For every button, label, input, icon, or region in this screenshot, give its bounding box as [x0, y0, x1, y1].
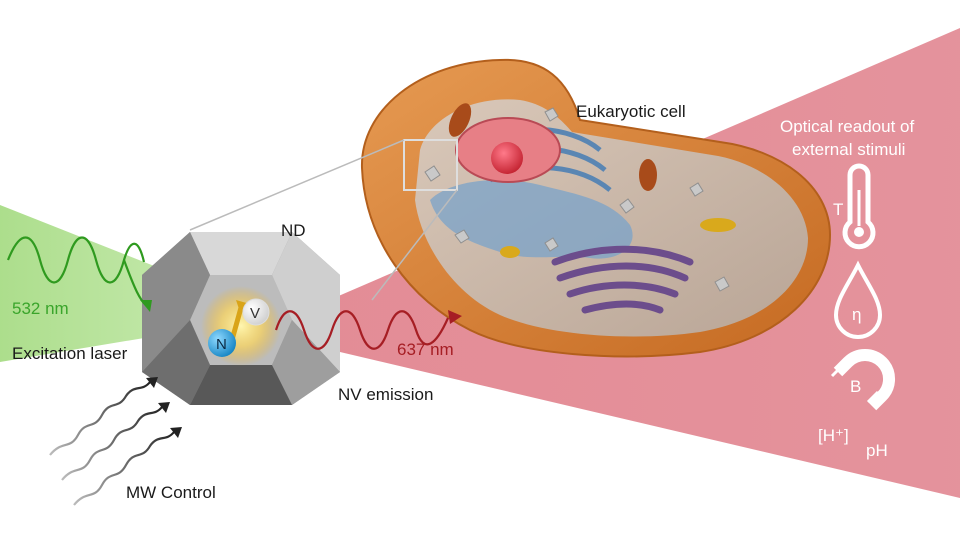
nucleolus — [491, 142, 523, 174]
endoplasmic-reticulum — [430, 180, 633, 259]
mw-control-label: MW Control — [126, 483, 216, 502]
cell-label: Eukaryotic cell — [576, 102, 686, 121]
excitation-wave — [6, 236, 146, 284]
magnet-icon — [830, 348, 896, 411]
nitrogen-label: N — [216, 336, 227, 353]
nv-emission-label: NV emission — [338, 385, 433, 404]
temperature-symbol: T — [833, 200, 843, 219]
vacancy-label: V — [250, 305, 260, 322]
golgi-apparatus — [551, 245, 694, 314]
proton-symbol: [H⁺] — [818, 426, 849, 445]
nv-glow — [201, 286, 281, 366]
excitation-label: Excitation laser — [12, 344, 128, 363]
mitochondrion — [448, 103, 472, 137]
emission-wavelength-label: 637 nm — [397, 340, 454, 359]
viscosity-symbol: η — [852, 305, 861, 324]
magnetic-symbol: B — [850, 377, 861, 396]
laser-wavelength-label: 532 nm — [12, 299, 69, 318]
nitrogen-atom — [208, 329, 236, 357]
droplet-icon — [833, 260, 883, 339]
nd-label: ND — [281, 221, 306, 240]
emission-wave — [274, 310, 450, 350]
vacancy-atom — [242, 298, 270, 326]
ph-label: pH — [866, 441, 888, 460]
zoom-box — [403, 139, 458, 191]
vesicle — [700, 218, 736, 232]
mitochondrion — [639, 159, 657, 191]
eukaryotic-cell — [360, 58, 832, 358]
vesicle — [500, 246, 520, 258]
emission-arrowhead — [448, 310, 462, 324]
mw-control-waves — [49, 381, 175, 506]
readout-title-line1: Optical readout of — [780, 117, 914, 136]
thermometer-icon — [842, 163, 876, 250]
readout-title-line2: external stimuli — [792, 140, 905, 159]
